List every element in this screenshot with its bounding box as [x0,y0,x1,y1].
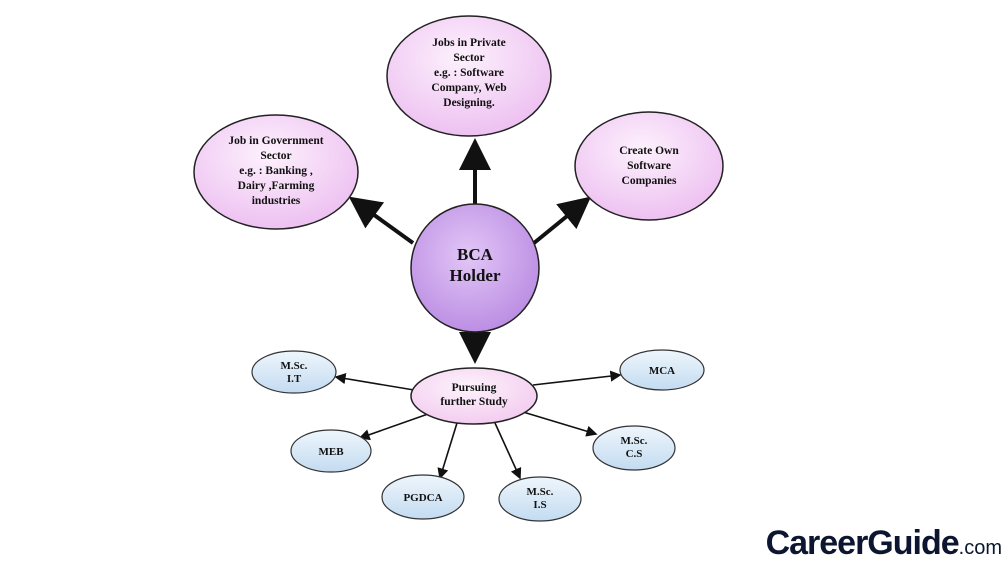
government-line: industries [252,195,301,207]
arrow-to-msc-is [494,422,522,480]
node-msc-is-text: M.Sc.I.S [527,486,554,511]
node-msc-cs: M.Sc.C.S [592,425,676,471]
mca-line: MCA [649,365,675,377]
arrow-to-government [348,196,415,245]
node-meb-text: MEB [318,446,344,458]
node-mca-text: MCA [649,365,675,377]
arrow-to-pgdca [437,422,458,480]
msc-it-line: M.Sc. [281,360,308,372]
meb-line: MEB [318,446,344,458]
arrow-to-meb [358,413,429,441]
logo-tld: .com [958,537,1002,559]
arrow-to-mca [532,370,622,386]
government-line: Sector [260,150,291,162]
own-line: Software [627,160,671,172]
study-line: Pursuing [452,382,497,394]
study-connectors [334,370,622,480]
node-msc-it-text: M.Sc.I.T [281,360,308,385]
center-line: BCA [457,245,494,264]
node-msc-cs-text: M.Sc.C.S [621,435,648,460]
private-line: Company, Web [431,82,506,94]
arrow-to-msc-it [334,373,415,391]
msc-is-line: I.S [533,499,546,511]
private-line: Jobs in Private [432,37,505,49]
private-line: e.g. : Software [434,67,504,79]
node-msc-is: M.Sc.I.S [498,476,582,522]
logo-brand: CareerGuide [765,524,960,562]
government-line: Dairy ,Farming [238,180,315,192]
arrow-to-own-company [532,196,592,245]
node-bca-holder: BCA Holder [410,203,540,333]
center-line: Holder [450,266,501,285]
node-pgdca: PGDCA [381,474,465,520]
private-line: Sector [453,52,484,64]
node-mca: MCA [619,349,705,391]
msc-is-line: M.Sc. [527,486,554,498]
own-line: Companies [622,175,677,187]
government-line: Job in Government [228,135,323,147]
msc-it-line: I.T [287,373,302,385]
node-msc-it: M.Sc.I.T [251,350,337,394]
msc-cs-line: M.Sc. [621,435,648,447]
pgdca-line: PGDCA [403,492,442,504]
node-meb: MEB [290,429,372,473]
msc-cs-line: C.S [626,448,643,460]
own-line: Create Own [619,145,679,157]
arrow-to-msc-cs [522,411,598,437]
node-further-study-text: Pursuing further Study [440,382,507,408]
node-pgdca-text: PGDCA [403,492,442,504]
node-further-study: Pursuing further Study [410,367,538,425]
private-line: Designing. [443,97,495,109]
study-line: further Study [440,396,507,408]
government-line: e.g. : Banking , [239,165,313,177]
node-bca-holder-text: BCA Holder [450,245,501,285]
careerguide-logo: CareerGuide.com [766,524,1002,563]
